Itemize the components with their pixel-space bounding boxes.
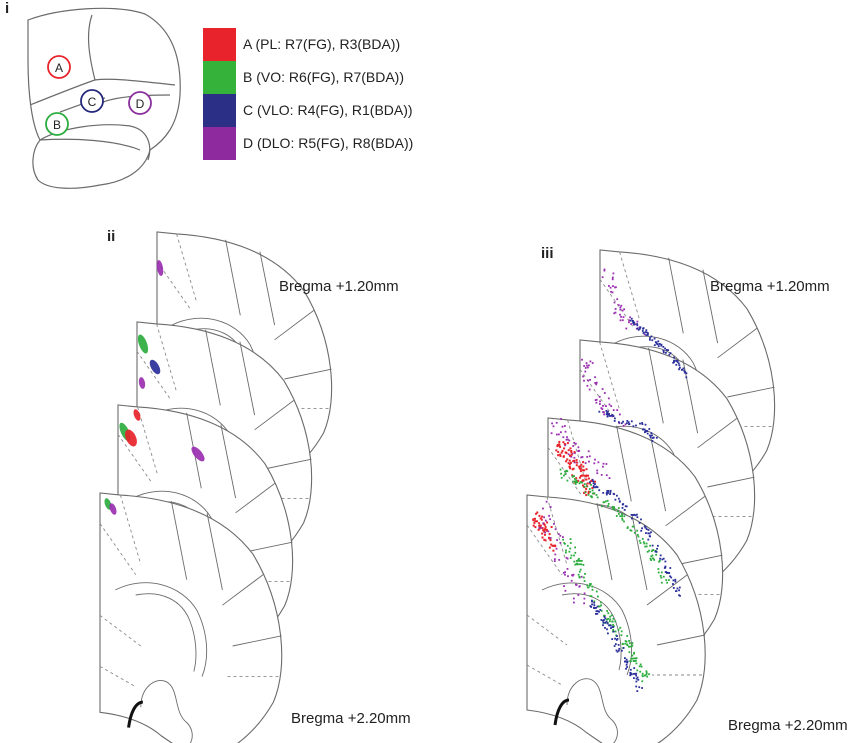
bregma-label-bottom-iii: Bregma +2.20mm — [728, 717, 848, 734]
injection-site-c-section2 — [149, 359, 161, 375]
labeled-neurons-green-s4 — [562, 538, 650, 683]
legend-swatch-b — [203, 61, 236, 94]
legend-item-a: A (PL: R7(FG), R3(BDA)) — [203, 28, 443, 62]
site-marker-c: C — [80, 89, 104, 113]
labeled-neurons-purple-s3 — [550, 418, 611, 479]
legend-label-a: A (PL: R7(FG), R3(BDA)) — [243, 36, 401, 52]
labeled-neurons-purple-s2 — [581, 358, 627, 427]
site-marker-a: A — [47, 55, 71, 79]
overview-brain-diagram: A B C D — [27, 7, 181, 189]
legend-label-c: C (VLO: R4(FG), R1(BDA)) — [243, 102, 413, 118]
overview-site-markers: A B C D — [45, 55, 152, 136]
injection-site-d-section4 — [109, 503, 117, 515]
labeled-neurons-blue-s2 — [598, 410, 658, 442]
site-label-a: A — [55, 61, 63, 75]
labeled-neurons-blue-s3 — [589, 479, 681, 597]
legend-label-b: B (VO: R6(FG), R7(BDA)) — [243, 69, 405, 85]
labeled-neurons-blue-s4 — [589, 599, 643, 692]
legend-swatch-a — [203, 28, 236, 61]
injection-site-a-section3b — [133, 409, 141, 421]
panel-label-ii: ii — [107, 228, 116, 245]
labeled-neurons-green-s3 — [559, 468, 670, 584]
section-ii-4 — [99, 492, 283, 743]
legend-item-b: B (VO: R6(FG), R7(BDA)) — [203, 61, 443, 95]
legend-item-d: D (DLO: R5(FG), R8(BDA)) — [203, 127, 443, 161]
panel-label-iii: iii — [541, 245, 554, 262]
site-label-b: B — [53, 118, 61, 132]
legend-swatch-c — [203, 94, 236, 127]
injection-site-d-section3 — [191, 446, 205, 462]
labeled-neurons-red-s4 — [532, 511, 557, 552]
panel-label-i: i — [5, 0, 10, 17]
site-label-c: C — [88, 95, 97, 109]
bregma-label-top-iii: Bregma +1.20mm — [710, 278, 830, 295]
bregma-label-top-ii: Bregma +1.20mm — [279, 278, 399, 295]
site-label-d: D — [136, 97, 145, 111]
site-marker-d: D — [128, 91, 152, 115]
legend-swatch-d — [203, 127, 236, 160]
legend-item-c: C (VLO: R4(FG), R1(BDA)) — [203, 94, 443, 128]
labeled-neurons-blue-s1 — [629, 317, 688, 379]
legend-label-d: D (DLO: R5(FG), R8(BDA)) — [243, 135, 414, 151]
labeled-neurons-purple-s4 — [538, 500, 586, 605]
injection-site-d-section2 — [138, 377, 146, 389]
injection-site-a-section3a — [125, 429, 137, 447]
bregma-label-bottom-ii: Bregma +2.20mm — [291, 710, 411, 727]
site-marker-b: B — [45, 112, 69, 136]
injection-site-b-section2 — [137, 334, 149, 354]
injection-site-d-section1 — [156, 260, 164, 276]
